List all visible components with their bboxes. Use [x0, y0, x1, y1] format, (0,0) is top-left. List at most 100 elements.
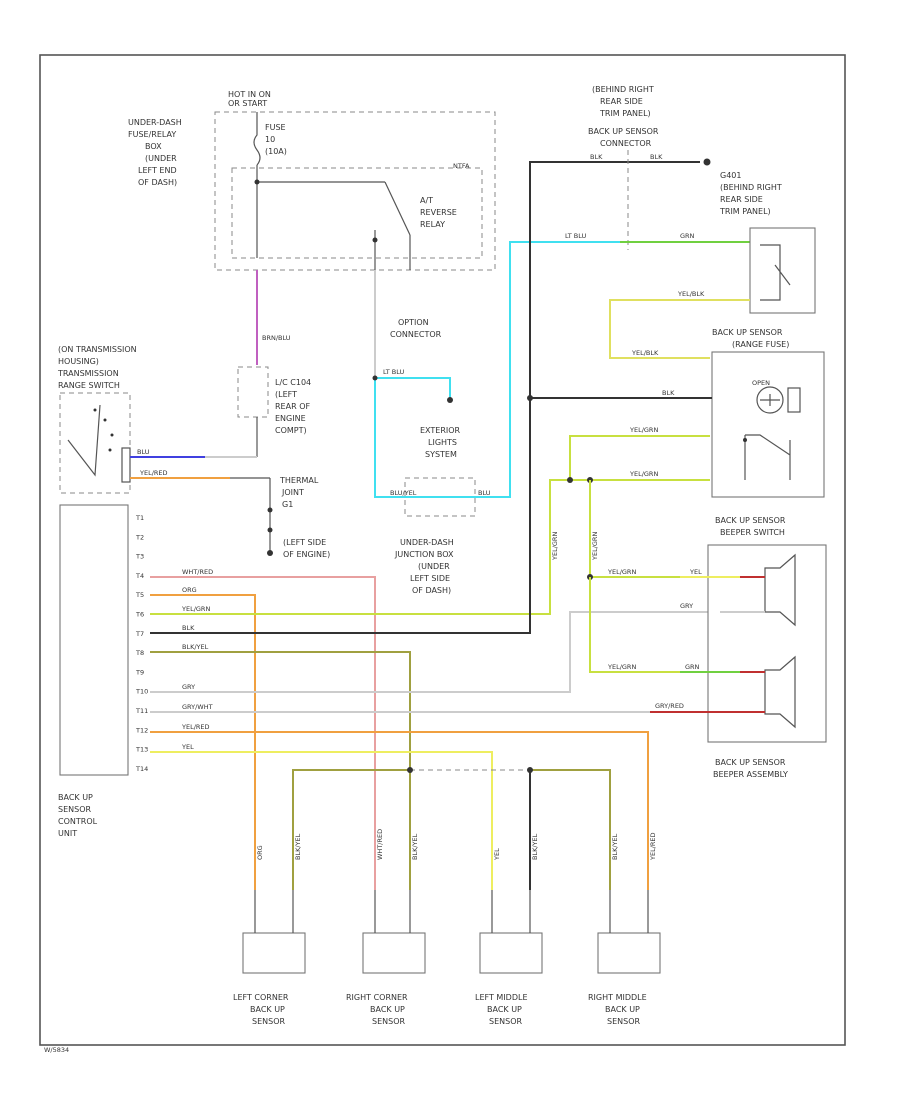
svg-text:SENSOR: SENSOR: [58, 805, 91, 814]
svg-text:(BEHIND RIGHT: (BEHIND RIGHT: [720, 183, 782, 192]
pin-label: T6: [135, 611, 144, 619]
gry-label-beeper: GRY: [680, 602, 693, 610]
wire-org: [150, 594, 256, 890]
control-unit-label: BACK UP SENSOR CONTROL UNIT: [58, 793, 98, 838]
blk-yel-vlabel-1: BLK/YEL: [294, 833, 302, 860]
blk-yel-vlabel-4: BLK/YEL: [611, 833, 619, 860]
blu-label-jb: BLU: [478, 489, 491, 497]
svg-text:BACK UP: BACK UP: [370, 1005, 405, 1014]
yel-red-label-short: YEL/RED: [139, 469, 168, 477]
svg-text:THERMAL: THERMAL: [279, 476, 319, 485]
svg-text:RIGHT CORNER: RIGHT CORNER: [346, 993, 408, 1002]
yel-grn-label-upper: YEL/GRN: [629, 426, 658, 434]
pin-label: T5: [135, 591, 144, 599]
lc-ctan-connector: [237, 366, 269, 418]
svg-text:BACK UP SENSOR: BACK UP SENSOR: [712, 328, 783, 337]
wire-yel: [150, 751, 493, 890]
blk-yel-vlabel-3: BLK/YEL: [531, 833, 539, 860]
underdash-jb-label: UNDER-DASH JUNCTION BOX (UNDER LEFT SIDE…: [394, 538, 454, 595]
svg-text:SENSOR: SENSOR: [252, 1017, 285, 1026]
blk-label-mid: BLK: [662, 389, 675, 397]
svg-text:CONNECTOR: CONNECTOR: [600, 139, 652, 148]
underdash-fuse-box-outline: [214, 111, 496, 271]
svg-text:TRIM PANEL): TRIM PANEL): [719, 207, 771, 216]
lt-blu-label-2: LT BLU: [565, 232, 587, 240]
underdash-fuse-box-label: UNDER-DASH FUSE/RELAY BOX (UNDER LEFT EN…: [128, 118, 182, 187]
svg-text:BEEPER ASSEMBLY: BEEPER ASSEMBLY: [713, 770, 788, 779]
pin-label: T2: [135, 533, 144, 541]
svg-text:G401: G401: [720, 171, 741, 180]
svg-text:(BEHIND RIGHT: (BEHIND RIGHT: [592, 85, 654, 94]
svg-text:RANGE SWITCH: RANGE SWITCH: [58, 381, 120, 390]
blk-label-top-2: BLK: [650, 153, 663, 161]
wire-sensor-bus: [292, 769, 410, 890]
gry-wht-label: GRY/WHT: [182, 703, 213, 711]
beeper-switch-label: BACK UP SENSOR BEEPER SWITCH: [715, 516, 786, 537]
svg-text:OF ENGINE): OF ENGINE): [283, 550, 330, 559]
pin-label: T12: [135, 726, 148, 734]
wht-red-label: WHT/RED: [182, 568, 213, 576]
lc-ctan-label: L/C C104 (LEFT REAR OF ENGINE COMPT): [275, 378, 311, 435]
svg-text:CONTROL: CONTROL: [58, 817, 98, 826]
pin-label: T1: [135, 514, 144, 522]
blk-label: BLK: [182, 624, 195, 632]
wire-yel-red-long: [150, 731, 649, 890]
svg-text:FUSE: FUSE: [265, 123, 286, 132]
pin-label: T3: [135, 553, 144, 561]
svg-text:G1: G1: [282, 500, 293, 509]
diagram-frame: [39, 54, 846, 1046]
wire-yel-grn-main: [150, 479, 710, 615]
wire-lt-blu: [374, 241, 620, 498]
grn-label: GRN: [680, 232, 695, 240]
pin-label: T8: [135, 649, 144, 657]
left-side-engine-label: (LEFT SIDE OF ENGINE): [283, 538, 330, 559]
svg-text:CONNECTOR: CONNECTOR: [390, 330, 442, 339]
svg-text:L/C C104: L/C C104: [275, 378, 311, 387]
svg-text:OF DASH): OF DASH): [412, 586, 451, 595]
yel-grn-label-beeper: YEL/GRN: [607, 568, 636, 576]
sensor-left-middle: LEFT MIDDLE BACK UP SENSOR: [475, 890, 543, 1026]
blu-yel-label: BLU/YEL: [390, 489, 417, 497]
svg-text:(10A): (10A): [265, 147, 287, 156]
wire-yel-grn-beeper: [589, 480, 680, 578]
yel-label-beeper: YEL: [689, 568, 702, 576]
svg-text:LEFT SIDE: LEFT SIDE: [410, 574, 450, 583]
wire-sensor-bus-right: [530, 769, 611, 890]
control-unit-box: [59, 504, 129, 776]
svg-text:SYSTEM: SYSTEM: [425, 450, 457, 459]
sensor-right-middle: RIGHT MIDDLE BACK UP SENSOR: [588, 890, 661, 1026]
yel-grn-label: YEL/GRN: [181, 605, 210, 613]
svg-text:REAR SIDE: REAR SIDE: [600, 97, 643, 106]
svg-text:COMPT): COMPT): [275, 426, 307, 435]
brn-blu-label: BRN/BLU: [262, 334, 291, 342]
svg-text:LIGHTS: LIGHTS: [428, 438, 457, 447]
pin-label: T13: [135, 746, 148, 754]
small-relay-box: [749, 227, 816, 314]
yel-grn-vlabel-2: YEL/GRN: [591, 532, 599, 561]
yel-grn-label-beeper-2: YEL/GRN: [607, 663, 636, 671]
gry-red-label: GRY/RED: [655, 702, 684, 710]
g401-label: G401 (BEHIND RIGHT REAR SIDE TRIM PANEL): [719, 171, 782, 216]
svg-text:BACK UP SENSOR: BACK UP SENSOR: [588, 127, 659, 136]
fuse-10: FUSE 10 (10A): [253, 112, 287, 166]
wire-blk-yel: [150, 651, 411, 890]
yel-vlabel: YEL: [493, 848, 501, 861]
grn-label-beeper: GRN: [685, 663, 700, 671]
svg-text:(LEFT: (LEFT: [275, 390, 297, 399]
yel-grn-label-lower: YEL/GRN: [629, 470, 658, 478]
wire-gry: [150, 611, 720, 693]
trans-switch-label: (ON TRANSMISSION HOUSING) TRANSMISSION R…: [57, 345, 137, 390]
svg-text:(LEFT SIDE: (LEFT SIDE: [283, 538, 326, 547]
svg-text:JUNCTION BOX: JUNCTION BOX: [394, 550, 454, 559]
pin-label: T10: [135, 688, 148, 696]
hot-in-on-label: HOT IN ON: [228, 90, 271, 99]
wire-lt-blu-ext: [375, 377, 451, 398]
svg-text:BACK UP: BACK UP: [487, 1005, 522, 1014]
svg-text:BACK UP: BACK UP: [250, 1005, 285, 1014]
org-label: ORG: [182, 586, 197, 594]
svg-text:OPEN: OPEN: [752, 379, 770, 387]
yel-red-label-long: YEL/RED: [181, 723, 210, 731]
svg-text:UNDER-DASH: UNDER-DASH: [128, 118, 182, 127]
blk-yel-vlabel-2: BLK/YEL: [411, 833, 419, 860]
